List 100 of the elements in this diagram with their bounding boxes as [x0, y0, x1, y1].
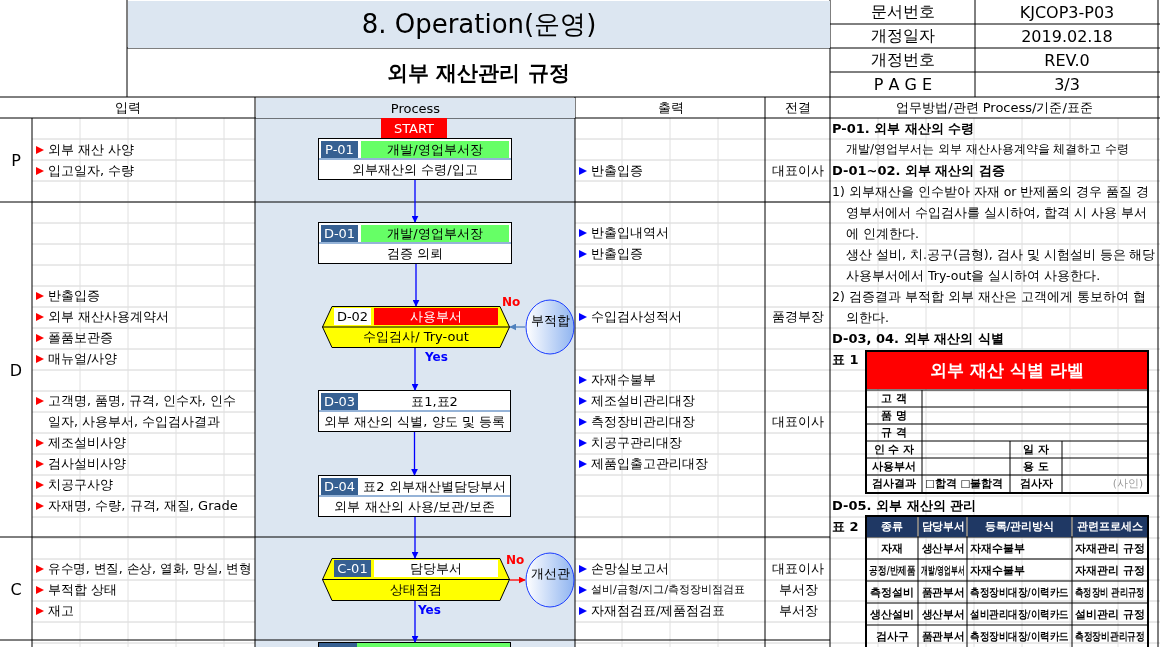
table-text: 측정장비 관리규정 — [1074, 584, 1146, 600]
table-text: 자재수불부 — [969, 562, 1026, 578]
approver-text: 대표이사 — [771, 161, 825, 180]
input-item: 외부 재산 사양 — [48, 140, 136, 159]
document-info-text: 3/3 — [1053, 74, 1081, 96]
column-heading: Process — [256, 98, 575, 118]
output-item: 설비/금형/지그/측정장비점검표 — [591, 582, 747, 598]
step-code: P-01 — [321, 141, 358, 158]
table-header-text: 담당부서 — [919, 517, 966, 537]
checkbox-options: □합격 □불합격 — [923, 476, 1009, 492]
paragraph: 생산 설비, 치.공구(금형), 검사 및 시험설비 등은 해당 사용부서에서 Try-out을 실시하여 사용한다. — [845, 246, 1157, 285]
table-text: 생산부서 — [920, 540, 965, 556]
table-text: 측정장비대장/이력카드 — [969, 628, 1070, 644]
output-item: 제조설비관리대장 — [591, 391, 696, 410]
table-text: 개발/영업부서 — [920, 562, 965, 578]
table-text: 설비관리 규정 — [1074, 606, 1146, 622]
output-item: 반출입증 — [591, 244, 644, 263]
paragraph: 1) 외부재산을 인수받아 자재 or 반제품의 경우 품질 경영부서에서 수입검사를 실시하여, 합격 시 사용 부서에 인계한다. — [832, 183, 1151, 243]
step-code: C-01 — [334, 560, 371, 577]
table-header-text: 종류 — [867, 517, 917, 537]
input-item: 반출입증 — [48, 286, 101, 305]
approver-text: 부서장 — [777, 580, 819, 599]
input-item: 매뉴얼/사양 — [48, 349, 119, 368]
output-item: 손망실보고서 — [591, 559, 670, 578]
department-label: 개발/영업부서장 — [361, 225, 509, 242]
approver-text: 부서장 — [777, 601, 819, 620]
form-field-label: 검사결과 — [871, 476, 917, 491]
document-info-text: REV.0 — [1043, 49, 1091, 72]
department-label: 개발/영업부서장 — [361, 141, 509, 158]
table-text: 설비관리대장/이력카드 — [969, 606, 1070, 622]
label-title: 외부 재산 식별 라벨 — [867, 352, 1147, 389]
column-heading: 출력 — [656, 99, 685, 117]
approver-text: 대표이사 — [771, 412, 825, 431]
approver-text: 품경부장 — [771, 307, 825, 326]
table-text: 생산부서 — [920, 606, 965, 622]
step-name: 검증 의뢰 — [385, 245, 445, 263]
column-heading: 입력 — [113, 99, 142, 117]
output-item: 제품입출고관리대장 — [591, 454, 709, 473]
table-text: 측정설비 — [869, 584, 915, 600]
output-item: 자재점검표/제품점검표 — [591, 601, 727, 620]
step-name: 외부재산의 수령/입고 — [351, 161, 479, 179]
step-name: 외부 재산의 사용/보관/보존 — [333, 498, 496, 516]
document-info-text: 개정일자 — [870, 24, 936, 47]
table-text: 생산설비 — [869, 606, 915, 622]
table-caption: 표 2 — [832, 517, 860, 536]
document-info-text: 문서번호 — [870, 0, 936, 23]
step-name: 상태점검 — [389, 580, 443, 599]
document-info-text: 개정번호 — [870, 48, 936, 71]
table-text: 측정장비관리규정 — [1074, 628, 1146, 644]
step-code: D-01 — [321, 225, 358, 242]
column-heading: 전결 — [784, 99, 812, 117]
paragraph: 2) 검증결과 부적합 외부 재산은 고객에게 통보하여 협의한다. — [832, 288, 1147, 327]
department-label: 사용부서 — [374, 308, 498, 325]
output-item: 반출입증 — [591, 161, 644, 180]
input-item: 폴품보관증 — [48, 328, 114, 347]
form-field-label: 고 객 — [880, 391, 908, 406]
table-header-text: 관련프로세스 — [1073, 517, 1147, 537]
input-item: 유수명, 변질, 손상, 열화, 망실, 변형 — [48, 559, 253, 578]
phase-letter: D — [8, 359, 24, 382]
input-item: 재고 — [48, 601, 75, 620]
table-text: 자재관리 규정 — [1074, 540, 1146, 556]
document-title: 8. Operation(운영) — [128, 1, 830, 48]
form-field-label: 인 수 자 — [872, 442, 916, 457]
section-heading: P-01. 외부 재산의 수령 — [832, 119, 976, 138]
form-field-label: 품 명 — [880, 408, 908, 423]
edge-label: Yes — [425, 350, 449, 366]
input-item: 외부 재산사용계약서 — [48, 307, 171, 326]
table-text: 공정/반제품 — [868, 562, 916, 578]
circle-label: 개선관 — [529, 565, 571, 583]
output-item: 측정장비관리대장 — [591, 412, 696, 431]
output-item: 수입검사성적서 — [591, 307, 683, 326]
edge-label: No — [502, 295, 522, 311]
table-text: 자재 — [880, 540, 904, 556]
form-field-label: 규 격 — [880, 425, 908, 440]
step-code: D-03 — [321, 393, 358, 410]
phase-letter: C — [9, 578, 23, 601]
input-item: 제조설비사양 — [48, 433, 127, 452]
section-heading: D-05. 외부 재산의 관리 — [832, 496, 978, 515]
document-subtitle: 외부 재산관리 규정 — [386, 60, 571, 87]
step-name: 수입검사/ Try-out — [362, 328, 470, 346]
table-text: 품관부서 — [920, 628, 965, 644]
input-item: 입고일자, 수량 — [48, 161, 136, 180]
input-item: 치공구사양 — [48, 475, 114, 494]
approver-text: 대표이사 — [771, 559, 825, 578]
table-text: 측정장비대장/이력카드 — [969, 584, 1070, 600]
output-item: 치공구관리대장 — [591, 433, 683, 452]
table-text: 검사구 — [874, 628, 910, 644]
table-text: 품관부서 — [920, 584, 965, 600]
paragraph: 개발/영업부서는 외부 재산사용계약을 체결하고 수령 — [845, 141, 1131, 158]
step-code: D-04 — [321, 478, 358, 495]
edge-label: Yes — [418, 603, 442, 619]
table-text: 자재수불부 — [969, 540, 1026, 556]
table-header-text: 등록/관리방식 — [968, 517, 1071, 537]
section-heading: D-01~02. 외부 재산의 검증 — [832, 161, 1007, 180]
input-item: 검사설비사양 — [48, 454, 127, 473]
form-field-label: 용 도 — [1022, 459, 1050, 474]
document-info-text: 2019.02.18 — [1020, 25, 1114, 48]
form-field-label: 검사자 — [1018, 476, 1054, 491]
column-heading: 업무방법/관련 Process/기준/표준 — [895, 99, 1094, 117]
table-caption: 표 1 — [832, 350, 860, 369]
